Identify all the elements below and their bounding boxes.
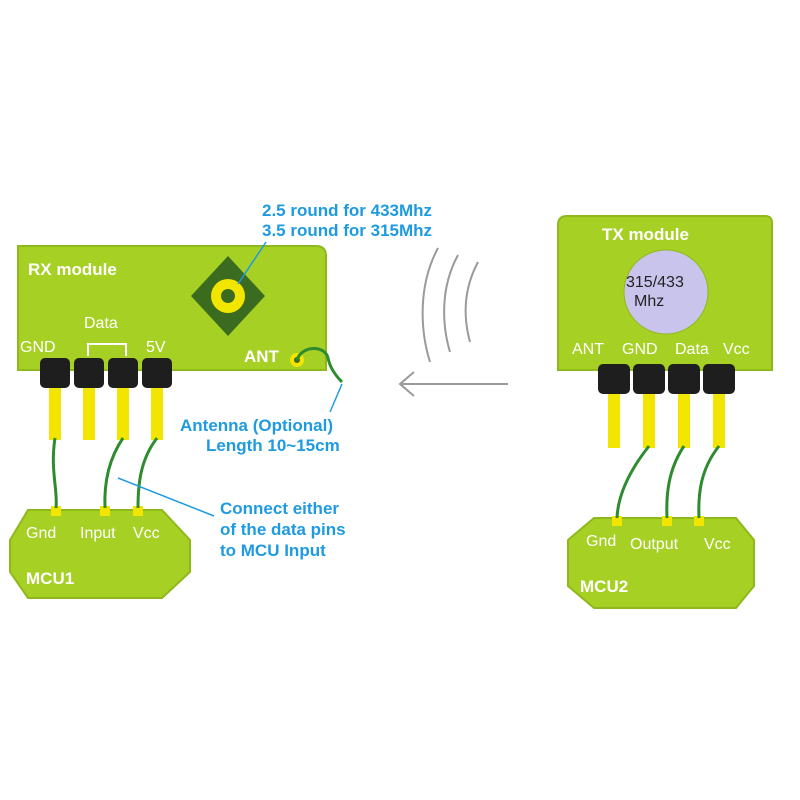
note-antenna: Antenna (Optional) Length 10~15cm xyxy=(180,383,343,455)
tx-mcu2-wires xyxy=(615,445,721,519)
note-antenna-line2: Length 10~15cm xyxy=(206,436,340,455)
mcu2-pad-vcc xyxy=(694,516,704,526)
tx-pin-label-data: Data xyxy=(675,341,709,358)
wire-data xyxy=(103,437,125,509)
mcu1-pin-gnd: Gnd xyxy=(26,525,56,542)
note-coil-pointer xyxy=(237,241,267,285)
mcu2-pin-output: Output xyxy=(630,536,679,553)
rx-pin-label-data: Data xyxy=(84,315,118,332)
rx-pin-label-5v: 5V xyxy=(146,339,166,356)
tx-chip-freq: 315/433 xyxy=(626,274,684,291)
tx-pin-label-vcc: Vcc xyxy=(723,341,750,358)
note-antenna-line1: Antenna (Optional) xyxy=(180,416,333,435)
tx-module: TX module 315/433 Mhz ANT GND Data Vcc xyxy=(557,215,773,448)
wire-gnd xyxy=(615,445,651,519)
mcu1-title: MCU1 xyxy=(26,569,74,588)
mcu1-pad-input xyxy=(100,506,110,516)
wire-vcc xyxy=(697,445,721,519)
radio-waves xyxy=(421,247,479,363)
mcu2-pin-gnd: Gnd xyxy=(586,533,616,550)
rx-pin-label-ant: ANT xyxy=(244,347,280,366)
mcu1-pad-vcc xyxy=(133,506,143,516)
mcu1-board: Gnd Input Vcc MCU1 xyxy=(9,506,191,599)
tx-crystal-chip: 315/433 Mhz xyxy=(623,249,709,335)
mcu1-pin-vcc: Vcc xyxy=(133,525,160,542)
note-coil-line2: 3.5 round for 315Mhz xyxy=(262,221,432,240)
rx-board xyxy=(17,245,327,371)
rx-data-bracket xyxy=(87,343,127,356)
mcu2-board: Gnd Output Vcc MCU2 xyxy=(567,516,755,609)
note-data-line1: Connect either xyxy=(220,499,339,518)
rx-mcu1-wires xyxy=(51,437,159,509)
rx-module-title: RX module xyxy=(28,260,117,279)
tx-module-title: TX module xyxy=(602,225,689,244)
note-coil-line1: 2.5 round for 433Mhz xyxy=(262,201,432,220)
tx-pin-header xyxy=(598,364,735,448)
note-data-line3: to MCU Input xyxy=(220,541,326,560)
wire-data xyxy=(665,445,686,519)
mcu2-title: MCU2 xyxy=(580,577,628,596)
mcu1-pin-input: Input xyxy=(80,525,116,542)
rx-pin-header xyxy=(40,358,172,440)
rx-module: RX module GND Data 5V ANT xyxy=(17,245,344,440)
note-coil-rounds: 2.5 round for 433Mhz 3.5 round for 315Mh… xyxy=(237,201,432,285)
rx-antenna-coil xyxy=(191,256,265,336)
wire-vcc xyxy=(136,437,159,509)
note-antenna-pointer xyxy=(329,383,343,413)
mcu2-pin-vcc: Vcc xyxy=(704,536,731,553)
mcu2-pad-gnd xyxy=(612,516,622,526)
tx-chip-unit: Mhz xyxy=(634,293,664,310)
signal-direction-arrow xyxy=(398,371,508,397)
note-data-pins: Connect either of the data pins to MCU I… xyxy=(220,499,346,560)
rx-antenna-wire xyxy=(295,347,344,384)
mcu1-pad-gnd xyxy=(51,506,61,516)
note-data-line2: of the data pins xyxy=(220,520,346,539)
wire-gnd xyxy=(51,437,58,509)
data-note-pointer xyxy=(117,477,215,517)
tx-pin-label-gnd: GND xyxy=(622,341,658,358)
tx-pin-label-ant: ANT xyxy=(572,341,604,358)
mcu2-pad-output xyxy=(662,516,672,526)
rx-pin-label-gnd: GND xyxy=(20,339,56,356)
